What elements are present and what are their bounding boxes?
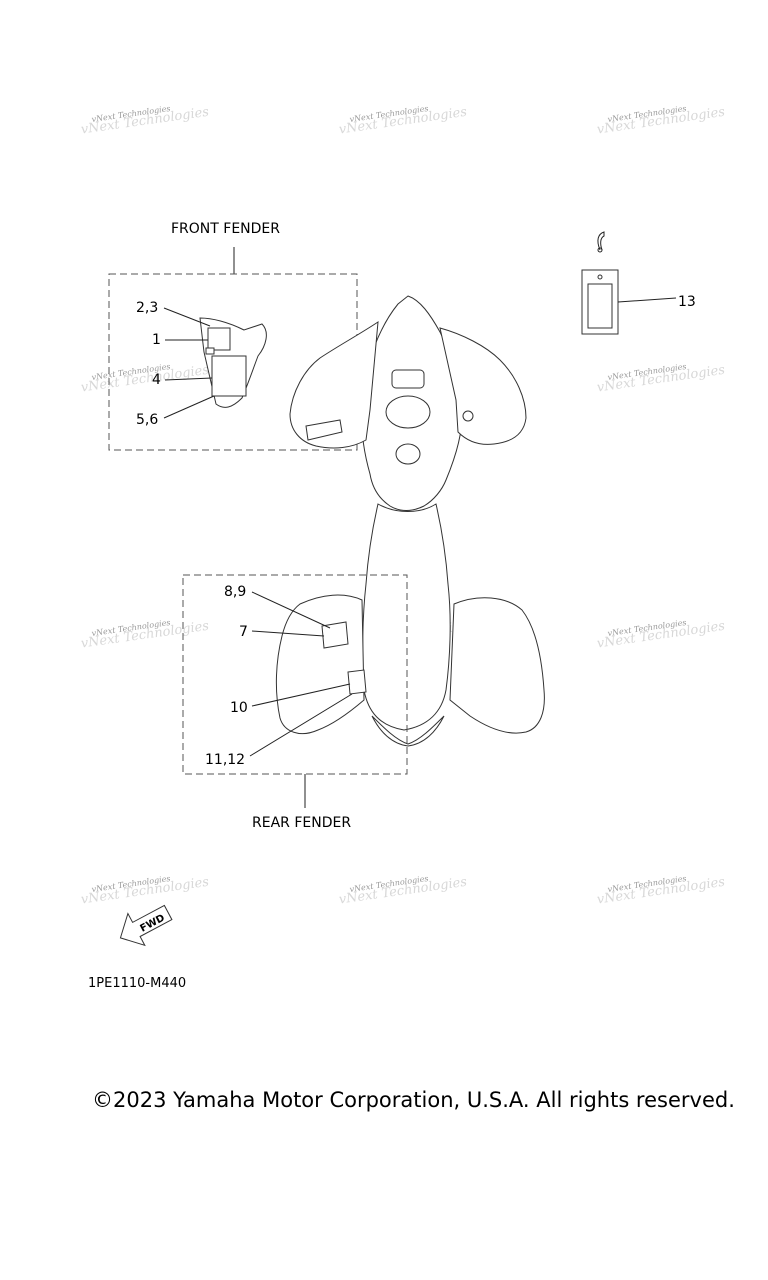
left-panel-decal (305, 419, 343, 441)
leader-10 (251, 683, 351, 707)
watermark: vNext Technologies vNext Technologies (338, 874, 468, 908)
fuel-cap (395, 443, 421, 465)
leader-7 (251, 630, 325, 637)
tag-hole (597, 247, 603, 253)
callout-7: 7 (239, 624, 248, 640)
leader-5-6 (163, 395, 215, 419)
leader-13 (617, 297, 677, 303)
rear-fender-box (182, 574, 408, 775)
tag-string (597, 231, 605, 251)
seat (362, 503, 451, 731)
callout-5-6: 5,6 (136, 412, 158, 428)
rear-tail (371, 715, 445, 747)
left-front-panel (289, 321, 379, 449)
callout-11-12: 11,12 (205, 752, 245, 768)
watermark: vNext Technologies vNext Technologies (80, 104, 210, 138)
rear-fender-group: REAR FENDER 8,9 7 10 11,12 (182, 574, 408, 831)
leader-11-12 (249, 693, 353, 757)
callout-2-3: 2,3 (136, 300, 158, 316)
leader-8-9 (251, 591, 331, 629)
front-fender-group: FRONT FENDER 2,3 1 4 5,6 (108, 221, 358, 451)
front-fender-title: FRONT FENDER (171, 221, 280, 237)
right-fastener (462, 410, 474, 422)
fwd-arrow-icon (119, 904, 173, 947)
right-rear-fender (449, 597, 545, 734)
tag-inner (587, 283, 613, 329)
watermark: vNext Technologies vNext Technologies (596, 618, 726, 652)
callout-13: 13 (678, 294, 696, 310)
watermark: vNext Technologies vNext Technologies (596, 362, 726, 396)
vehicle-body-top-view (275, 295, 545, 747)
rear-decal-7 (321, 621, 349, 649)
rear-decal-10 (347, 669, 367, 695)
right-front-panel (439, 327, 527, 445)
tag-grommet (597, 274, 603, 280)
instrument-panel (391, 369, 425, 389)
label-decal-4 (211, 355, 247, 397)
watermark: vNext Technologies vNext Technologies (338, 104, 468, 138)
watermark: vNext Technologies vNext Technologies (80, 618, 210, 652)
callout-4: 4 (152, 372, 161, 388)
cockpit-detail (385, 395, 431, 429)
rear-fender-title: REAR FENDER (252, 815, 351, 831)
hang-tag-13: 13 (581, 231, 696, 335)
rivet (205, 347, 215, 355)
watermark: vNext Technologies vNext Technologies (596, 874, 726, 908)
leader-2-3 (163, 307, 211, 327)
leader-4 (164, 377, 213, 381)
diagram-code: 1PE1110-M440 (88, 976, 186, 991)
watermark: vNext Technologies vNext Technologies (80, 874, 210, 908)
fwd-arrow: FWD (119, 904, 173, 947)
watermark: vNext Technologies vNext Technologies (80, 362, 210, 396)
callout-8-9: 8,9 (224, 584, 246, 600)
callout-10: 10 (230, 700, 248, 716)
copyright-notice: ©2023 Yamaha Motor Corporation, U.S.A. A… (92, 1088, 735, 1112)
callout-1: 1 (152, 332, 161, 348)
watermark: vNext Technologies vNext Technologies (596, 104, 726, 138)
label-decal-1 (207, 327, 231, 351)
